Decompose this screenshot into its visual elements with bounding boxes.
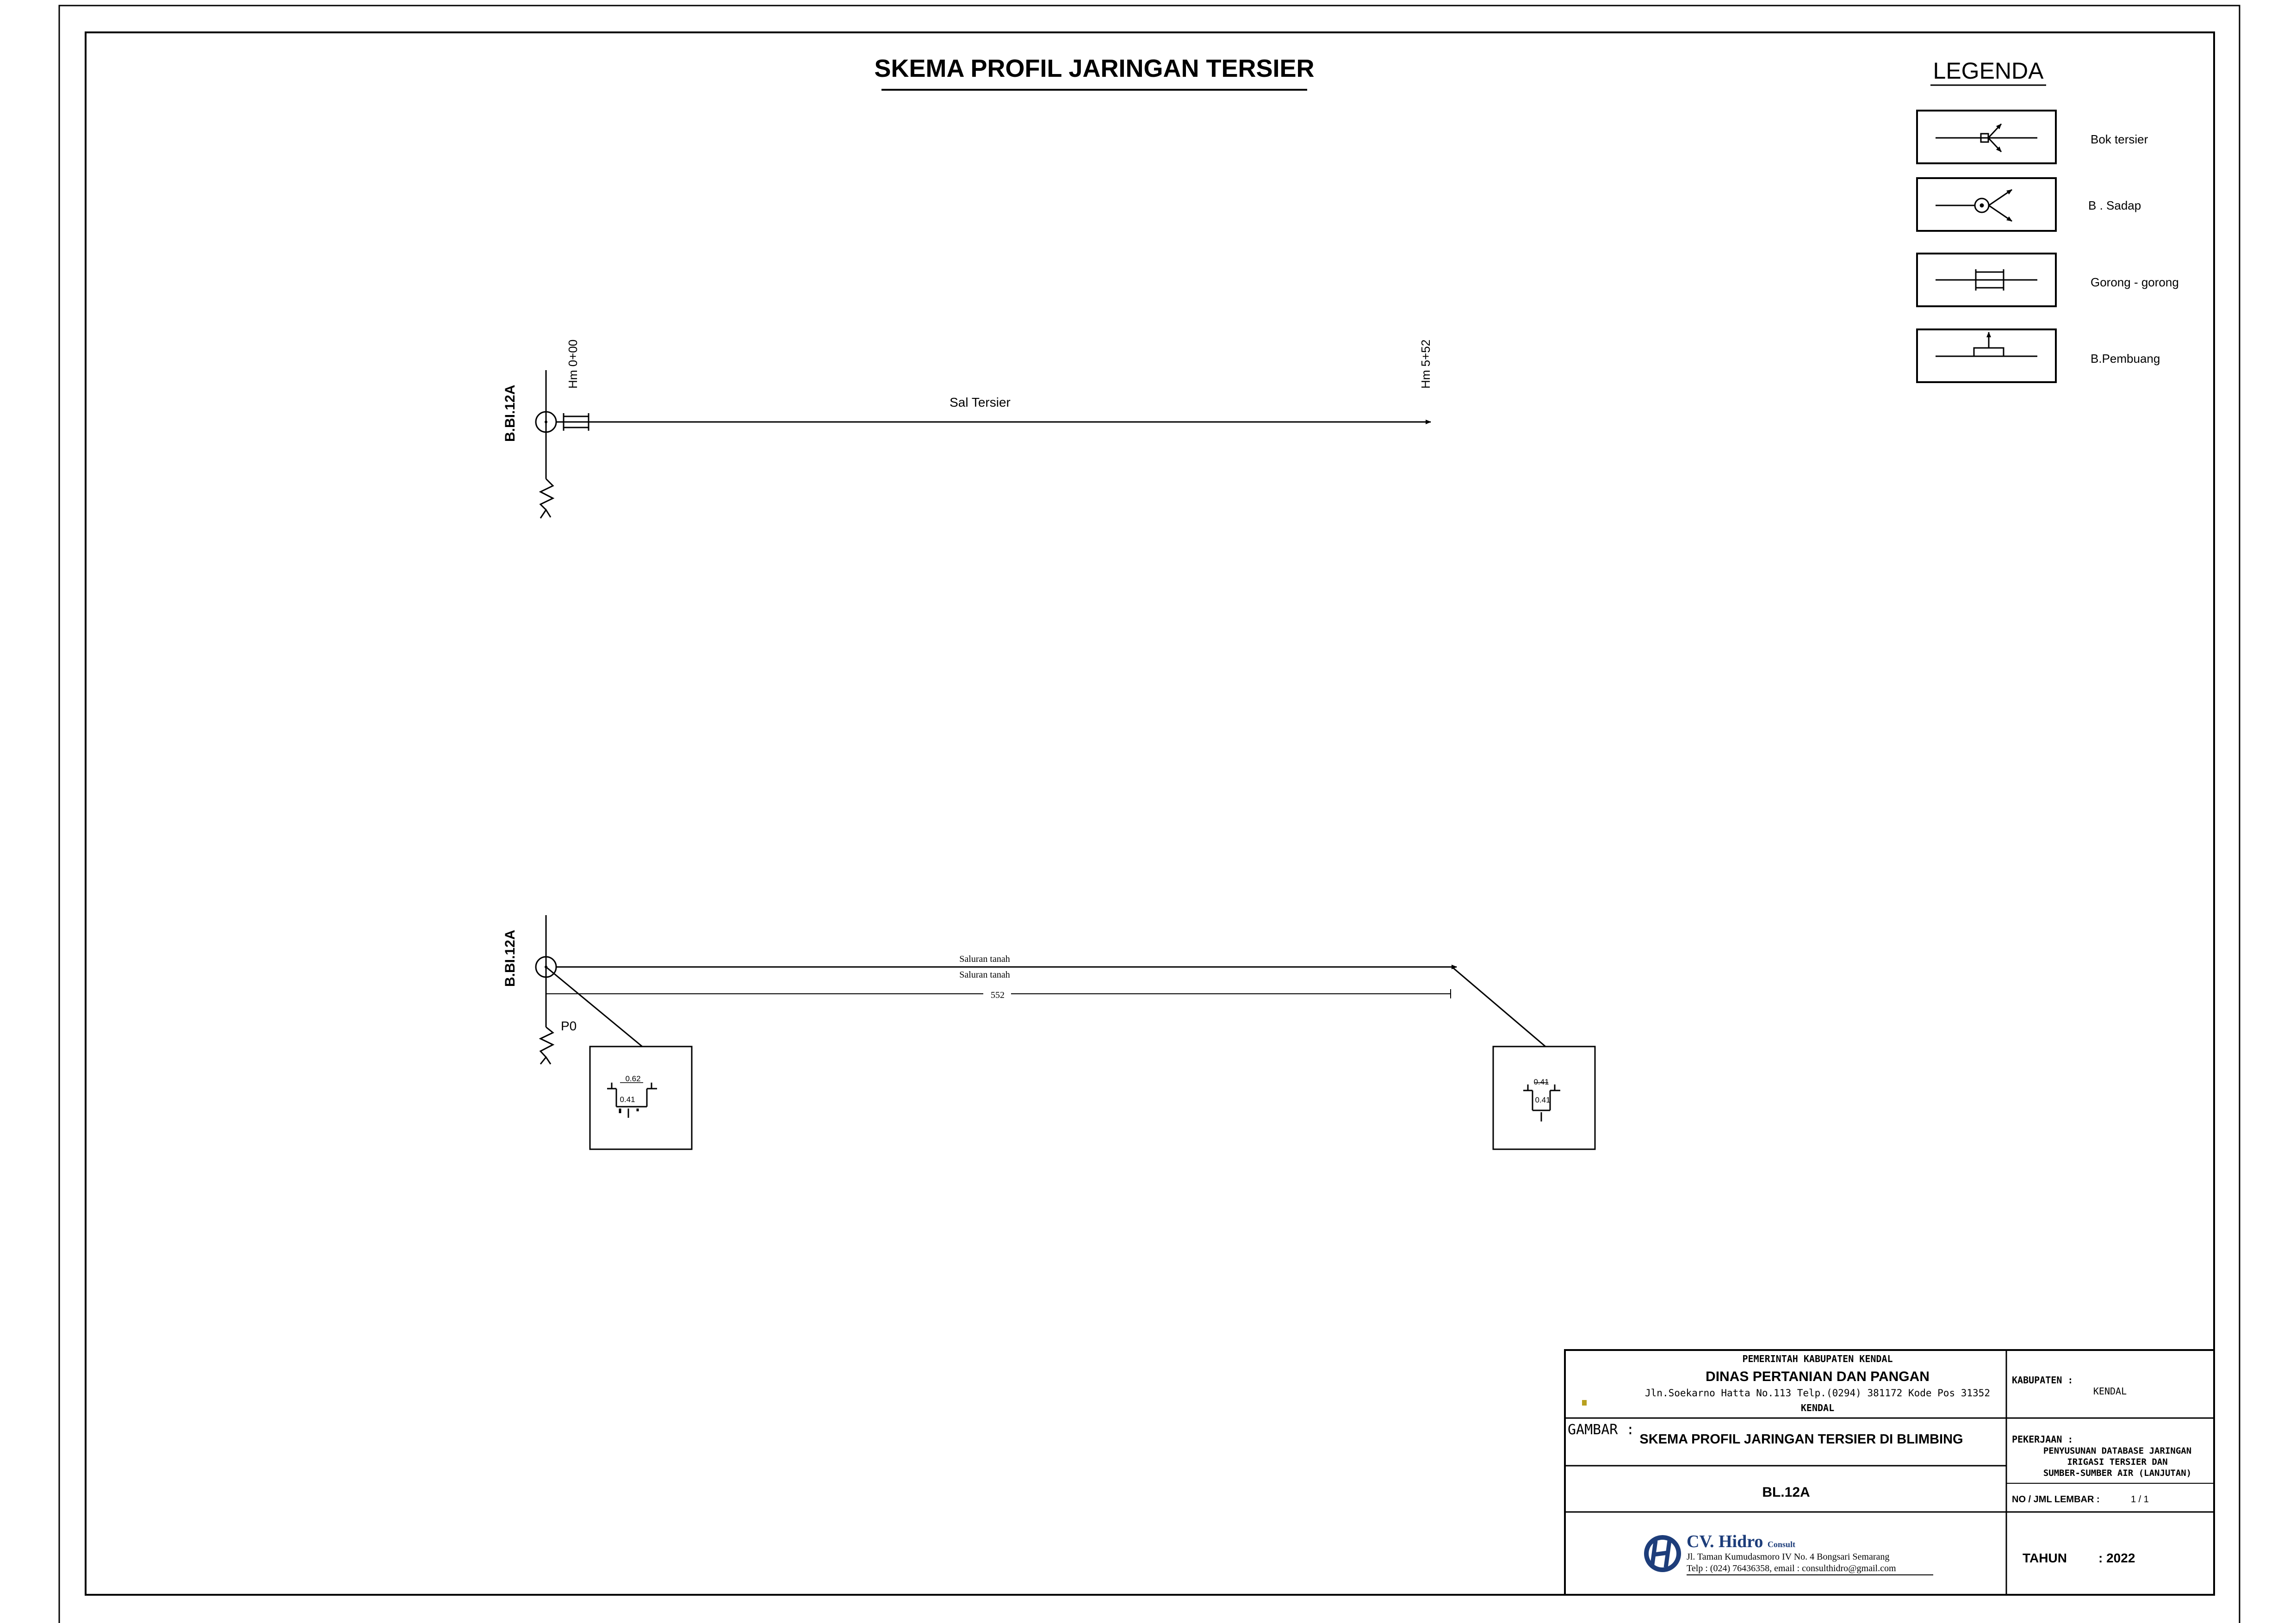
tb-dept: DINAS PERTANIAN DAN PANGAN xyxy=(1706,1369,1930,1384)
legend-box-b-sadap xyxy=(1916,177,2057,232)
title-block-frame xyxy=(1564,1349,2215,1596)
scheme-sadap-center-icon xyxy=(545,421,547,423)
page-title: SKEMA PROFIL JARINGAN TERSIER xyxy=(874,55,1314,82)
legend-title: LEGENDA xyxy=(1933,58,2044,84)
profile-channel-label-2: Saluran tanah xyxy=(959,970,1010,980)
section-start-depth: 0.41 xyxy=(620,1095,635,1104)
profile-length-label-bg xyxy=(983,987,1011,1000)
legend-label-bok-tersier: Bok tersier xyxy=(2091,132,2148,146)
profile-node-label: B.BI.12A xyxy=(503,930,518,987)
section-end-drawing xyxy=(1523,1082,1560,1121)
scheme-start-station: Hm 0+00 xyxy=(566,340,580,389)
tb-pekerjaan-line-3: SUMBER-SUMBER AIR (LANJUTAN) xyxy=(2043,1468,2191,1478)
tb-city: KENDAL xyxy=(1801,1402,1834,1413)
tb-sheet-label: NO / JML LEMBAR : xyxy=(2012,1494,2100,1505)
legend-box-gorong-gorong xyxy=(1916,253,2057,307)
scheme-channel-label: Sal Tersier xyxy=(949,395,1011,409)
tb-pekerjaan-line-1: PENYUSUNAN DATABASE JARINGAN xyxy=(2043,1446,2191,1456)
legend-label-b-pembuang: B.Pembuang xyxy=(2091,352,2160,365)
tb-address: Jln.Soekarno Hatta No.113 Telp.(0294) 38… xyxy=(1645,1388,1990,1399)
profile-length-label: 552 xyxy=(991,990,1005,1000)
tb-gov: PEMERINTAH KABUPATEN KENDAL xyxy=(1742,1353,1893,1364)
tb-sheet-value: 1 / 1 xyxy=(2131,1494,2149,1505)
b-pembuang-icon xyxy=(1936,332,2037,357)
scheme-drain-arrow-icon xyxy=(539,478,555,519)
scheme-node-label: B.BI.12A xyxy=(503,385,518,442)
section-end-box xyxy=(1492,1046,1596,1150)
profile-channel-label-1: Saluran tanah xyxy=(959,954,1010,964)
tb-company-name: CV. Hidro Consult xyxy=(1687,1532,1795,1551)
tb-company-contact: Telp : (024) 76436358, email : consulthi… xyxy=(1687,1563,1896,1573)
section-end-leader xyxy=(1452,966,1546,1047)
section-start-box xyxy=(589,1046,693,1150)
bok-tersier-icon xyxy=(1936,123,2037,153)
legend-box-bok-tersier xyxy=(1916,110,2057,164)
outer-border xyxy=(58,5,2240,1623)
section-start-width: 0.62 xyxy=(625,1074,640,1083)
legend-label-gorong-gorong: Gorong - gorong xyxy=(2091,275,2179,289)
inner-border xyxy=(85,31,2215,1596)
profile-point-label: P0 xyxy=(561,1019,577,1033)
scheme-end-station: Hm 5+52 xyxy=(1419,340,1433,389)
tb-gambar-value: SKEMA PROFIL JARINGAN TERSIER DI BLIMBIN… xyxy=(1639,1432,1963,1447)
section-end-depth: 0.41 xyxy=(1535,1096,1550,1104)
tb-kabupaten-value: KENDAL xyxy=(2093,1386,2127,1397)
legend-label-b-sadap: B . Sadap xyxy=(2088,198,2141,212)
tb-gambar-label: GAMBAR : xyxy=(1568,1422,1635,1438)
tb-logo-icon xyxy=(1582,1400,1587,1406)
tb-tahun-value: : 2022 xyxy=(2098,1551,2135,1565)
profile-drain-arrow-icon xyxy=(539,1026,555,1065)
tertiary-scheme: B.BI.12A Hm 0+00 Hm 5+52 Sal Tersier xyxy=(503,340,1433,519)
tb-kabupaten-label: KABUPATEN : xyxy=(2012,1375,2073,1386)
b-sadap-icon xyxy=(1936,189,2012,222)
tb-tahun-label: TAHUN xyxy=(2023,1551,2067,1565)
legend: LEGENDA Bok tersier B . Sadap xyxy=(1916,58,2179,383)
tb-company-address: Jl. Taman Kumudasmoro IV No. 4 Bongsari … xyxy=(1687,1552,1889,1562)
title-block: PEMERINTAH KABUPATEN KENDAL DINAS PERTAN… xyxy=(1564,1349,2215,1596)
section-start-leader xyxy=(546,966,643,1047)
tb-code: BL.12A xyxy=(1762,1485,1810,1500)
tb-pekerjaan-line-2: IRIGASI TERSIER DAN xyxy=(2067,1457,2167,1467)
section-start-drawing xyxy=(607,1082,657,1118)
tb-pekerjaan-label: PEKERJAAN : xyxy=(2012,1434,2073,1445)
legend-box-b-pembuang xyxy=(1916,328,2057,383)
company-logo-icon xyxy=(1644,1535,1681,1572)
section-end-width: 0.41 xyxy=(1533,1078,1549,1086)
gorong-gorong-icon xyxy=(1936,269,2037,291)
tertiary-profile: 552 Saluran tanah Saluran tanah B.BI.12A… xyxy=(503,915,1596,1150)
